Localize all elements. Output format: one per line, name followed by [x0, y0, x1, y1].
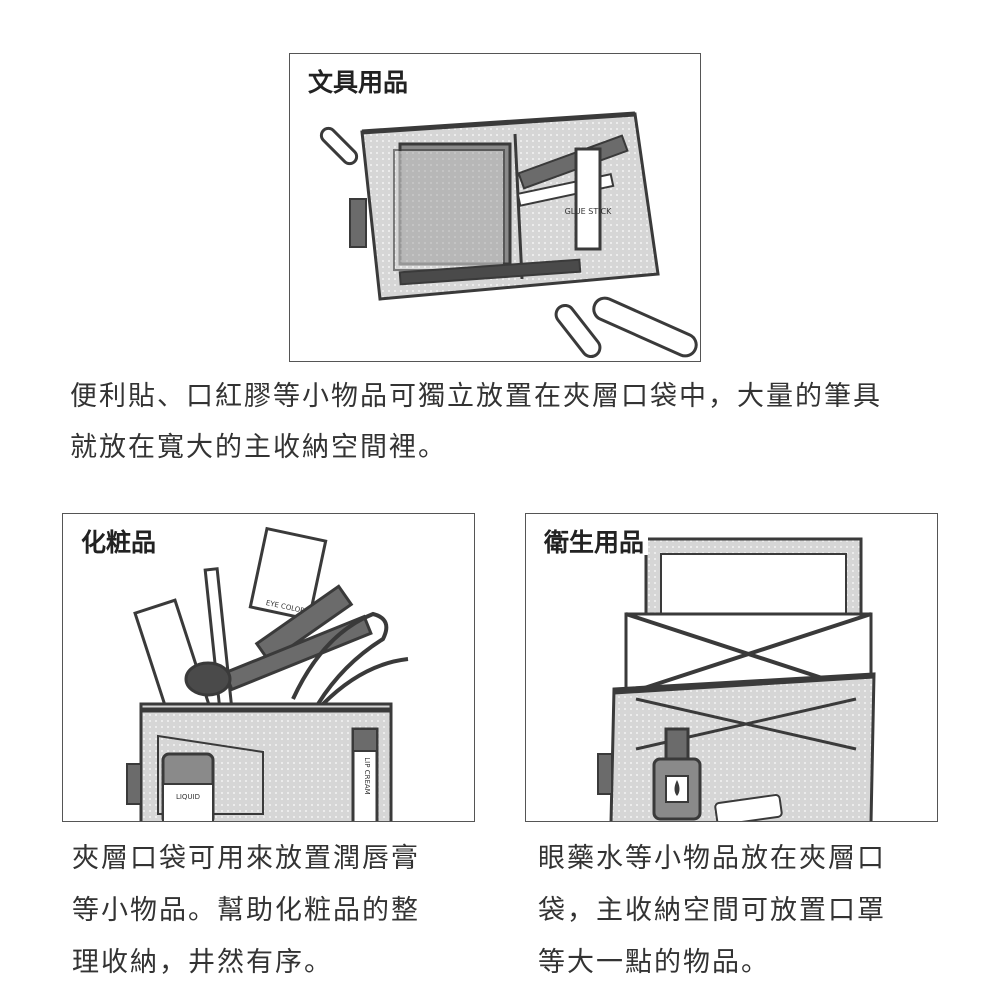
pencil-icon: [203, 567, 235, 721]
eyelash-curler-icon: [291, 611, 389, 706]
cosmetics-label: 化粧品: [77, 530, 161, 555]
eyeliner-icon: [254, 584, 354, 664]
stationery-caption-line2: 就放在寬大的主收納空間裡。: [70, 432, 447, 463]
cosmetics-illustration: EYE COLOR LIQUID LIP CREAM: [126, 526, 409, 821]
cosmetics-caption-line2: 等小物品。幫助化粧品的整: [72, 895, 420, 926]
glue-stick-icon: GLUE STICK: [565, 147, 613, 251]
zipper-pull-icon[interactable]: [318, 125, 359, 166]
cosmetics-caption-line3: 理收納，井然有序。: [72, 947, 333, 978]
brand-tag-icon: [349, 198, 367, 248]
lip-cream-icon: LIP CREAM: [351, 727, 379, 821]
stationery-caption-line1: 便利貼、口紅膠等小物品可獨立放置在夾層口袋中，大量的筆具: [70, 381, 882, 412]
stationery-illustration: GLUE STICK: [318, 111, 698, 359]
hygiene-caption-line1: 眼藥水等小物品放在夾層口: [538, 843, 886, 874]
hygiene-illustration: [597, 537, 876, 821]
stationery-label: 文具用品: [304, 70, 413, 95]
eye-drops-icon: [652, 727, 702, 821]
hygiene-label: 衛生用品: [540, 530, 649, 555]
liquid-text: LIQUID: [176, 793, 200, 801]
cosmetics-panel: 化粧品 EYE COLOR: [62, 513, 475, 822]
cosmetics-caption-line1: 夾層口袋可用來放置潤唇膏: [72, 843, 420, 874]
brand-tag-icon: [597, 753, 613, 795]
cream-tube-icon: [133, 598, 211, 720]
loose-pen-icon: [554, 303, 602, 359]
liquid-bottle-icon: LIQUID: [161, 752, 215, 821]
makeup-brush-icon: [184, 614, 373, 697]
eye-color-palette-icon: EYE COLOR: [248, 526, 328, 622]
hygiene-panel: 衛生用品: [525, 513, 938, 822]
brand-tag-icon: [126, 763, 142, 805]
clip-icon: [592, 296, 698, 358]
stationery-panel: 文具用品 GLUE STICK: [289, 53, 701, 362]
hygiene-caption-line2: 袋，主收納空間可放置口罩: [538, 895, 886, 926]
zipper: [361, 111, 636, 135]
hygiene-caption-line3: 等大一點的物品。: [538, 947, 770, 978]
glue-stick-text: GLUE STICK: [565, 207, 613, 216]
lip-cream-text: LIP CREAM: [363, 757, 371, 794]
